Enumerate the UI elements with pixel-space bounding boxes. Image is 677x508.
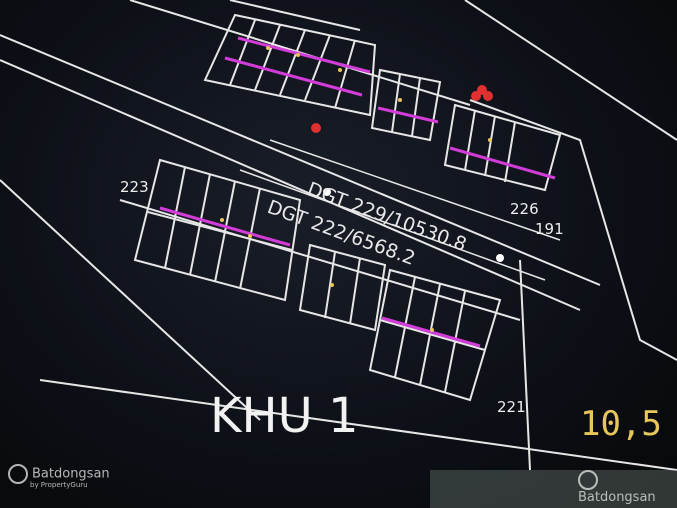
magenta-centerlines bbox=[159, 36, 556, 348]
survey-markers bbox=[311, 85, 493, 133]
road-nodes bbox=[323, 188, 504, 262]
watermark-right: Batdongsan bbox=[578, 470, 677, 505]
watermark-brand: Batdongsan bbox=[32, 466, 110, 482]
lot-number-221: 221 bbox=[497, 398, 526, 416]
watermark-logo-icon bbox=[8, 464, 28, 484]
watermark-tagline: by PropertyGuru bbox=[30, 481, 88, 489]
dimension-arrows bbox=[239, 139, 561, 281]
lot-number-223: 223 bbox=[120, 178, 149, 196]
screen-glare bbox=[430, 470, 677, 508]
lot-dots bbox=[220, 46, 492, 332]
lot-number-191: 191 bbox=[535, 220, 564, 238]
zone-label: KHU 1 bbox=[210, 388, 359, 444]
watermark-left: Batdongsan by PropertyGuru bbox=[8, 464, 110, 489]
scale-value: 10,5 bbox=[580, 404, 662, 444]
lot-blocks bbox=[39, 13, 677, 471]
watermark-right-logo-icon bbox=[578, 470, 598, 490]
watermark-right-brand: Batdongsan bbox=[578, 490, 656, 505]
lot-number-226: 226 bbox=[510, 200, 539, 218]
